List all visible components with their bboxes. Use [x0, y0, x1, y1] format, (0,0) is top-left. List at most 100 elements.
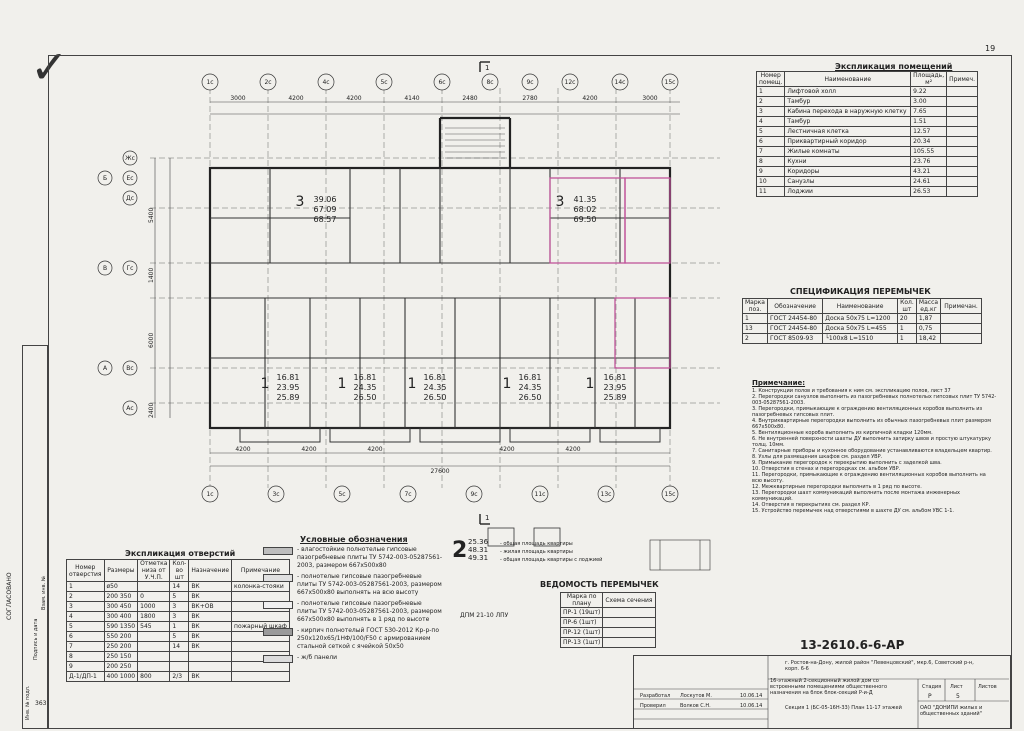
- lintel-list-row-cell: [602, 627, 656, 638]
- openings-row-cell: 8: [66, 651, 105, 662]
- openings-row-cell: ВК: [188, 621, 233, 632]
- note-item: 15. Устройство перемычек над отверстиями…: [752, 508, 954, 514]
- lintels-col-0: Марка поз.: [742, 298, 768, 314]
- apt-bottom-3-b: 24.35: [424, 383, 447, 392]
- lintel-list-row: ПР-1 (19шт): [559, 607, 656, 618]
- rooms-col-area: Площадь, м²: [910, 71, 948, 87]
- rooms-row-cell: 7.65: [910, 106, 948, 117]
- openings-row-cell: 14: [169, 641, 190, 652]
- openings-row-cell: [137, 651, 171, 662]
- top-dim-6: 2780: [522, 95, 537, 102]
- apt-top-1-c: 68.57: [314, 215, 337, 224]
- rooms-row-cell: 12.57: [910, 126, 948, 137]
- legend-item: - кирпич полнотелый ГОСТ 530-2012 Кр-р-п…: [263, 627, 443, 651]
- apt-bottom-4-a: 16.81: [519, 373, 542, 382]
- note-item: 9. Примыкание перегородок к перекрытию в…: [752, 460, 942, 466]
- legend-swatch: [263, 601, 293, 609]
- rooms-row-cell: 10: [755, 176, 786, 187]
- lintel-list-row-cell: [602, 617, 656, 628]
- legend-text: - полнотелые гипсовые пазогребневые плит…: [297, 600, 442, 623]
- openings-row-cell: 3: [169, 601, 190, 612]
- lintels-row-cell: 18,42: [915, 333, 942, 344]
- openings-row-cell: ВК: [188, 581, 233, 592]
- rooms-row-cell: 105.55: [910, 146, 948, 157]
- openings-row-cell: 5: [66, 621, 105, 632]
- rooms-row-cell: 23.76: [910, 156, 948, 167]
- rooms-table-header: Номер помещ. Наименование Площадь, м² Пр…: [755, 71, 978, 87]
- openings-row-cell: [188, 661, 233, 672]
- axis-left-5: Вс: [126, 365, 133, 372]
- rooms-row-cell: Кухни: [784, 156, 912, 167]
- bottom-dim-4: 4200: [499, 446, 514, 453]
- apt-bottom-1-num: 1: [261, 376, 270, 392]
- apt-bottom-4-b: 24.35: [519, 383, 542, 392]
- legend-item: - ж/б панели: [263, 654, 443, 663]
- sheet-frame: [48, 55, 1012, 729]
- openings-row-cell: [137, 661, 171, 672]
- rooms-row-cell: 11: [755, 186, 786, 197]
- lintel-list-row-cell: ПР-13 (1шт): [559, 637, 604, 648]
- role-2: Проверил: [640, 703, 666, 709]
- legend-text: - кирпич полнотелый ГОСТ 530-2012 Кр-р-п…: [297, 627, 440, 650]
- openings-row-cell: [231, 671, 290, 682]
- title-block-grid: [633, 655, 1009, 729]
- apt-bottom-5-c: 25.89: [604, 393, 627, 402]
- title-project: 16-этажный 2-секционный жилой дом со вст…: [770, 678, 888, 696]
- openings-row-cell: 200 250: [103, 661, 139, 672]
- openings-row-cell: 5: [169, 631, 190, 642]
- note-item: 11. Перегородки, примыкающие к ограждени…: [752, 472, 986, 484]
- rooms-row-cell: 4: [755, 116, 786, 127]
- openings-row-cell: 4: [66, 611, 105, 622]
- lintels-row-cell: 0,75: [915, 323, 942, 334]
- axis-bottom-5: 9с: [470, 491, 477, 498]
- title-section: Секция 1 (БС-05-16Н-33) План 11-17 этаже…: [785, 705, 902, 711]
- section-sketches: [487, 527, 711, 571]
- rooms-row-cell: [946, 86, 978, 97]
- floor-plan: 1с 2с 4с 5с 6с 8с 9с 12с 14с 15с 1с 3с 5…: [97, 61, 720, 525]
- lintel-list-body: ПР-1 (19шт)ПР-6 (1шт)ПР-12 (1шт)ПР-13 (1…: [559, 607, 656, 648]
- openings-row-cell: ВК: [188, 611, 233, 622]
- lintels-row-cell: └100x8 L=1510: [822, 333, 898, 344]
- apt-top-2-b: 68.02: [574, 205, 597, 214]
- legend-text: - ж/б панели: [297, 654, 338, 661]
- lintel-list-col-1: Схема сечения: [602, 592, 656, 608]
- axis-top-4: 5с: [380, 79, 387, 86]
- openings-row-cell: 550 200: [103, 631, 139, 642]
- axis-top-7: 9с: [526, 79, 533, 86]
- rooms-row-cell: 7: [755, 146, 786, 157]
- apt-bottom-1-c: 25.89: [277, 393, 300, 402]
- top-dim-2: 4200: [288, 95, 303, 102]
- openings-row-cell: ø50: [103, 581, 139, 592]
- axis-bottom-1: 1с: [206, 491, 213, 498]
- apt-bottom-4-num: 1: [503, 376, 512, 392]
- openings-col-0: Номер отверстия: [66, 559, 105, 582]
- rooms-table-title: Экспликация помещений: [835, 62, 953, 71]
- apt-bottom-4-c: 26.50: [519, 393, 542, 402]
- axis-top-8: 12с: [565, 79, 576, 86]
- top-dim-5: 2480: [462, 95, 477, 102]
- axis-left-1: Жс: [125, 155, 135, 162]
- bottom-dim-1: 4200: [235, 446, 250, 453]
- lintel-list-table: Марка по плану Схема сечения ПР-1 (19шт)…: [559, 592, 656, 648]
- openings-row-cell: 7: [66, 641, 105, 652]
- note-item: 3. Перегородки, примыкающие к ограждению…: [752, 406, 983, 418]
- openings-row-cell: ВК: [188, 641, 233, 652]
- axis-bottom-3: 5с: [338, 491, 345, 498]
- axis-left-6: Ас: [126, 405, 133, 412]
- lintels-row-cell: ГОСТ 24454-80: [766, 323, 824, 334]
- name-2: Волков С.Н.: [680, 703, 711, 709]
- rooms-row-cell: 26.53: [910, 186, 948, 197]
- area-legend-label: - жилая площадь квартиры: [500, 549, 573, 555]
- rooms-row-cell: 8: [755, 156, 786, 167]
- area-legend-value: 25.36: [468, 538, 489, 546]
- bottom-dim-2: 4200: [301, 446, 316, 453]
- apt-bottom-5-a: 16.81: [604, 373, 627, 382]
